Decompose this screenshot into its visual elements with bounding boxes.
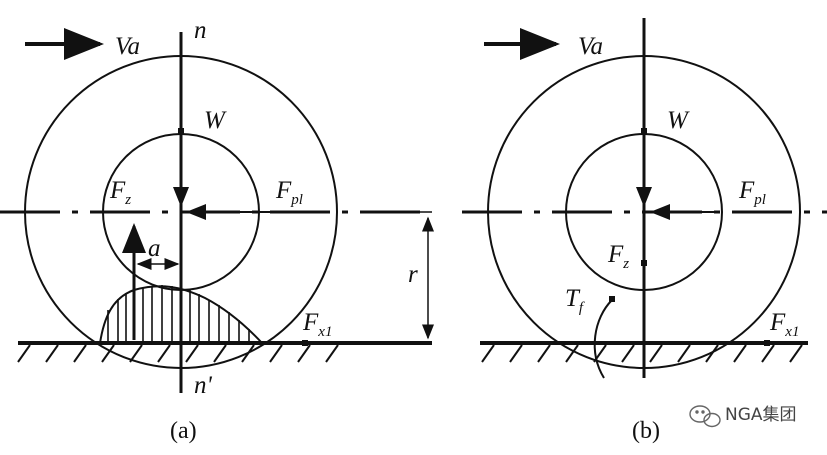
friction-point-b <box>764 340 770 346</box>
weight-label-b: W <box>667 107 690 134</box>
vertical-force-label-a: Fz <box>109 177 131 208</box>
weight-point-b <box>641 128 647 134</box>
wechat-icon <box>689 405 721 428</box>
diagram-b: Va W Fpl Fz Tf <box>462 18 827 444</box>
caption-a: (a) <box>170 418 197 444</box>
weight-point-a <box>178 128 184 134</box>
ground-hatching-b <box>481 344 803 363</box>
torque-point <box>609 296 615 302</box>
ground-hatching-a <box>17 344 339 363</box>
watermark: NGA集团 <box>689 405 797 428</box>
offset-label: a <box>148 235 161 262</box>
normal-top-label: n <box>194 17 207 44</box>
velocity-label-b: Va <box>578 33 603 60</box>
radius-label: r <box>408 261 418 288</box>
friction-point-a <box>302 340 308 346</box>
watermark-text: NGA集团 <box>725 405 797 425</box>
pressure-hatching <box>107 285 250 343</box>
friction-force-label-b: Fx1 <box>769 309 799 340</box>
torque-label: Tf <box>565 285 585 316</box>
pl-force-label-b: Fpl <box>738 177 766 208</box>
pl-force-label-a: Fpl <box>275 177 303 208</box>
normal-bottom-label: n' <box>194 372 213 399</box>
diagram-a: Va n n' W Fpl Fz a r <box>0 17 434 444</box>
vertical-force-point-b <box>641 260 647 266</box>
velocity-label-a: Va <box>115 33 140 60</box>
pressure-curve <box>99 285 263 344</box>
friction-force-label-a: Fx1 <box>302 309 332 340</box>
caption-b: (b) <box>632 418 660 444</box>
contact-pressure-distribution <box>99 285 263 344</box>
weight-label-a: W <box>204 107 227 134</box>
vertical-force-label-b: Fz <box>607 241 629 272</box>
torque-arc <box>593 299 613 379</box>
